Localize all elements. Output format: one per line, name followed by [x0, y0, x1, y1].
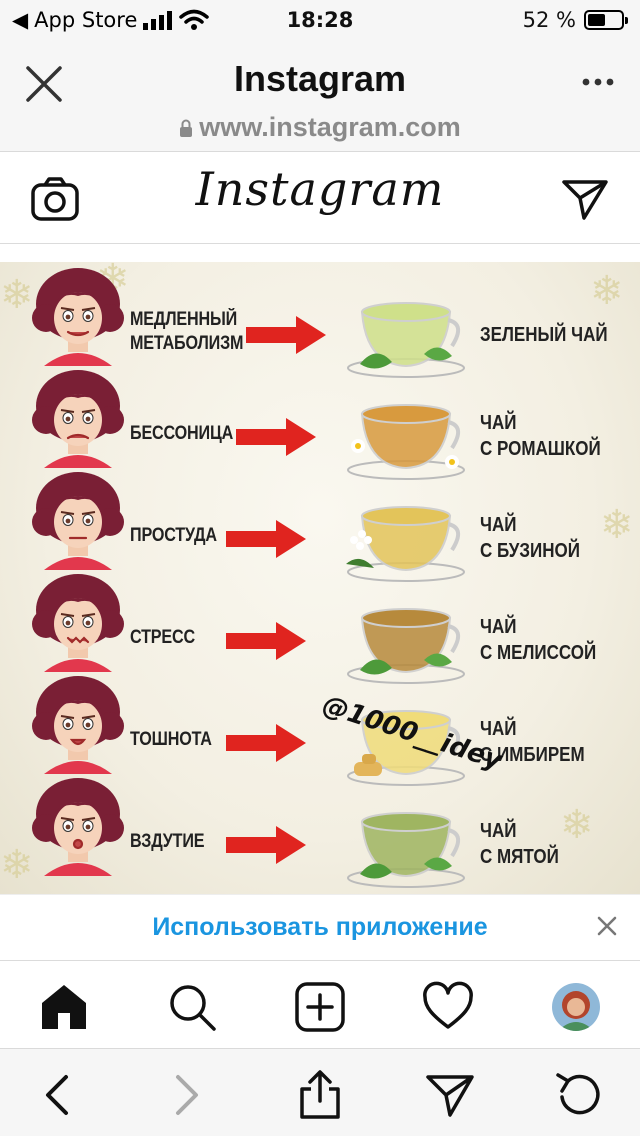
ailment-label: БЕССОНИЦА [130, 422, 233, 446]
tea-label-line: С ИМБИРЕМ [480, 744, 585, 766]
use-app-link[interactable]: Использовать приложение [152, 913, 488, 941]
tea-label-line: ЧАЙ [480, 412, 517, 434]
remedy-row: ПРОСТУДА ЧАЙ С БУЗИНОЙ [0, 468, 640, 582]
ailment-label-line: ТОШНОТА [130, 729, 212, 750]
ailment-label-line: СТРЕСС [130, 627, 195, 648]
snowflake-decoration: ❄ [0, 273, 34, 317]
tea-label: ЧАЙ С БУЗИНОЙ [480, 512, 580, 564]
tea-label-line: С МЯТОЙ [480, 846, 559, 868]
ailment-label-line: МЕДЛЕННЫЙ [130, 309, 238, 330]
battery-fill [588, 14, 605, 26]
battery-text: 52 % [522, 8, 576, 32]
battery-indicator: 52 % [522, 8, 628, 32]
remedy-row: ТОШНОТА ЧАЙ С ИМБИРЕМ [0, 672, 640, 786]
camera-icon[interactable] [30, 176, 80, 222]
tea-label-line: С РОМАШКОЙ [480, 438, 601, 460]
tea-label-line: ЧАЙ [480, 718, 517, 740]
snowflake-decoration: ❄ [560, 803, 594, 847]
instagram-logo[interactable]: Instagram [195, 162, 445, 216]
remedy-row: СТРЕСС ЧАЙ С МЕЛИССОЙ [0, 570, 640, 684]
back-chevron-icon[interactable] [34, 1069, 86, 1121]
tea-label-line: ЧАЙ [480, 820, 517, 842]
ailment-label: МЕДЛЕННЫЙ МЕТАБОЛИЗМ [130, 308, 243, 356]
share-icon[interactable] [294, 1069, 346, 1121]
tea-label: ЧАЙ С МЯТОЙ [480, 818, 559, 870]
red-arrow-icon [226, 824, 306, 866]
instagram-header: Instagram [0, 152, 640, 244]
send-icon[interactable] [424, 1069, 476, 1121]
woman-face-illustration [30, 368, 126, 468]
red-arrow-icon [236, 416, 316, 458]
snowflake-decoration: ❄ [0, 843, 34, 887]
reload-icon[interactable] [554, 1069, 606, 1121]
signal-icon [143, 11, 173, 30]
tea-cup-illustration [340, 692, 470, 788]
avatar-image [552, 983, 600, 1031]
back-app-label: App Store [34, 8, 138, 32]
tea-label: ЗЕЛЕНЫЙ ЧАЙ [480, 322, 608, 348]
back-to-app-store[interactable]: ◀ App Store [12, 8, 210, 32]
ailment-label-line: БЕССОНИЦА [130, 423, 234, 444]
red-arrow-icon [246, 314, 326, 356]
tea-cup-illustration [340, 794, 470, 890]
ailment-label-line: МЕТАБОЛИЗМ [130, 333, 244, 354]
lock-icon [180, 119, 193, 137]
tea-cup-illustration [340, 590, 470, 686]
browser-header: Instagram www.instagram.com [0, 40, 640, 152]
woman-face-illustration [30, 572, 126, 672]
red-arrow-icon [226, 620, 306, 662]
red-arrow-icon [226, 722, 306, 764]
browser-url[interactable]: www.instagram.com [0, 112, 640, 143]
tea-label-line: С МЕЛИССОЙ [480, 642, 597, 664]
new-post-icon[interactable] [294, 981, 346, 1033]
tea-label-line: С БУЗИНОЙ [480, 540, 580, 562]
back-triangle-icon: ◀ [12, 8, 29, 32]
tea-cup-illustration [340, 284, 470, 380]
snowflake-decoration: ❄ [590, 269, 624, 313]
search-icon[interactable] [166, 981, 218, 1033]
ailment-label-line: ВЗДУТИЕ [130, 831, 205, 852]
remedy-row: БЕССОНИЦА ЧАЙ С РОМАШКОЙ [0, 366, 640, 480]
woman-face-illustration [30, 266, 126, 366]
battery-icon [584, 10, 628, 30]
tea-label: ЧАЙ С РОМАШКОЙ [480, 410, 601, 462]
remedy-row: ВЗДУТИЕ ЧАЙ С МЯТОЙ [0, 774, 640, 888]
woman-face-illustration [30, 674, 126, 774]
ailment-label: ПРОСТУДА [130, 524, 217, 548]
red-arrow-icon [226, 518, 306, 560]
browser-toolbar [0, 1048, 640, 1136]
forward-chevron-icon[interactable] [158, 1069, 210, 1121]
remedy-row: МЕДЛЕННЫЙ МЕТАБОЛИЗМ ЗЕЛЕНЫЙ ЧАЙ [0, 264, 640, 378]
url-text: www.instagram.com [199, 112, 461, 142]
tea-label: ЧАЙ С МЕЛИССОЙ [480, 614, 596, 666]
woman-face-illustration [30, 470, 126, 570]
wifi-icon [179, 9, 210, 30]
tea-cup-illustration [340, 488, 470, 584]
tea-label-line: ЗЕЛЕНЫЙ ЧАЙ [480, 324, 608, 346]
woman-face-illustration [30, 776, 126, 876]
close-icon[interactable] [24, 64, 64, 104]
ailment-label: ТОШНОТА [130, 728, 212, 752]
ailment-label: ВЗДУТИЕ [130, 830, 205, 854]
tea-label-line: ЧАЙ [480, 514, 517, 536]
home-icon[interactable] [38, 981, 90, 1033]
browser-title: Instagram [233, 58, 407, 99]
heart-icon[interactable] [422, 981, 474, 1033]
ailment-label: СТРЕСС [130, 626, 195, 650]
status-bar: ◀ App Store 18:28 52 % [0, 0, 640, 40]
direct-message-icon[interactable] [560, 176, 610, 222]
more-options-icon[interactable] [580, 72, 616, 92]
status-time: 18:28 [286, 8, 354, 32]
tea-cup-illustration [340, 386, 470, 482]
close-banner-icon[interactable] [596, 915, 618, 937]
tea-label-line: ЧАЙ [480, 616, 517, 638]
use-app-banner: Использовать приложение [0, 894, 640, 960]
ailment-label-line: ПРОСТУДА [130, 525, 217, 546]
snowflake-decoration: ❄ [600, 503, 634, 547]
tea-label: ЧАЙ С ИМБИРЕМ [480, 716, 585, 768]
profile-avatar[interactable] [552, 983, 600, 1031]
instagram-tab-bar [0, 960, 640, 1048]
